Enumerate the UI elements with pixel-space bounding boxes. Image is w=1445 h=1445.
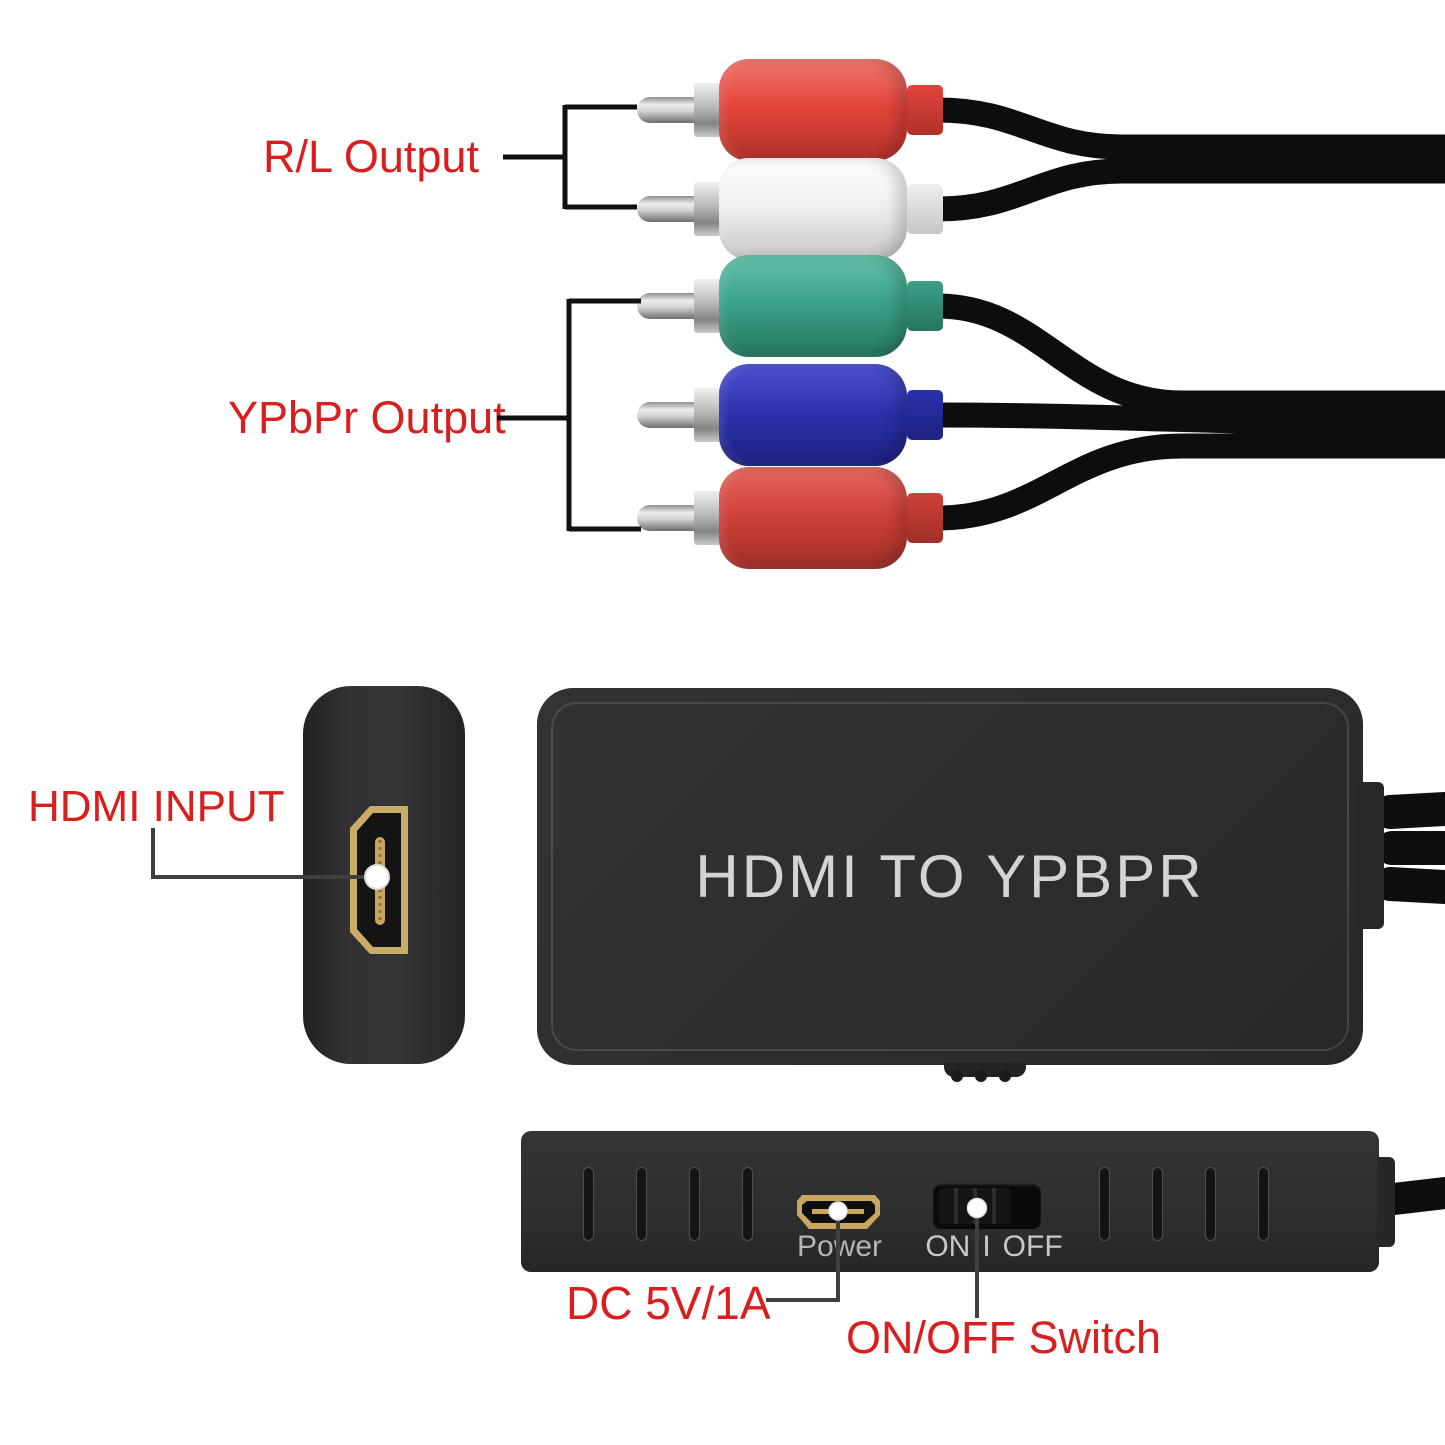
converter-end-view [303,686,465,1064]
onoff-switch-label: ON/OFF Switch [846,1312,1162,1363]
rca-pin [637,293,697,319]
cable-component-pr [925,433,1445,531]
rca-collar [694,491,721,545]
dc-power-label: DC 5V/1A [566,1277,771,1329]
ypbpr-output-label: YPbPr Output [228,392,506,443]
rca-body-red [719,59,907,161]
converter-title: HDMI TO YPBPR [695,843,1205,910]
cable-component-y [925,293,1445,416]
rca-body-white [719,158,907,260]
rca-plug-audio-left [637,155,943,263]
rca-pin [637,505,697,531]
switch-on-label: ON [925,1230,971,1263]
switch-divider-mark: I [982,1230,991,1263]
rca-collar [694,182,721,236]
vent-slot [583,1167,594,1241]
rca-plug-component-y [637,252,943,360]
power-port-label: Power [797,1230,883,1263]
switch-off-label: OFF [1002,1230,1063,1263]
rca-neck [907,184,943,234]
rca-pin [637,402,697,428]
vent-slot [1205,1167,1216,1241]
rl-output-label: R/L Output [263,131,479,182]
rca-body-green [719,255,907,357]
rca-neck [907,390,943,440]
rca-body-red [719,467,907,569]
hdmi-input-label: HDMI INPUT [28,782,285,831]
converter-cable-bundle [1373,792,1445,829]
rca-plug-component-pr [637,464,943,572]
vent-slot [1099,1167,1110,1241]
rca-neck [907,281,943,331]
rca-pin [637,196,697,222]
vent-slot [636,1167,647,1241]
rca-collar [694,83,721,137]
rca-neck [907,493,943,543]
cable-component-pb [925,402,1445,437]
side-panel-cable [1378,1177,1445,1215]
converter-bottom-bump [975,1070,987,1082]
rca-body-blue [719,364,907,466]
switch-position-labels: ON I OFF [925,1230,1062,1264]
rca-plug-component-pb [637,361,943,469]
converter-cable-bundle [1373,867,1445,904]
vent-slot [742,1167,753,1241]
converter-top-view [537,688,1363,1065]
cable-strain-relief [1356,782,1384,929]
power-switch-knob [939,1188,1011,1224]
rca-collar [694,388,721,442]
vent-slot [1152,1167,1163,1241]
converter-bottom-bump [951,1070,963,1082]
converter-lid-seam [551,702,1349,1051]
cable-audio-left [925,158,1445,222]
rca-pin [637,97,697,123]
vent-slot [1258,1167,1269,1241]
side-panel-cable-exit [1377,1157,1395,1247]
rca-plug-audio-right [637,56,943,164]
converter-bottom-bump [999,1070,1011,1082]
rca-collar [694,279,721,333]
vent-slot [689,1167,700,1241]
rca-neck [907,85,943,135]
cable-audio-right [925,97,1445,160]
